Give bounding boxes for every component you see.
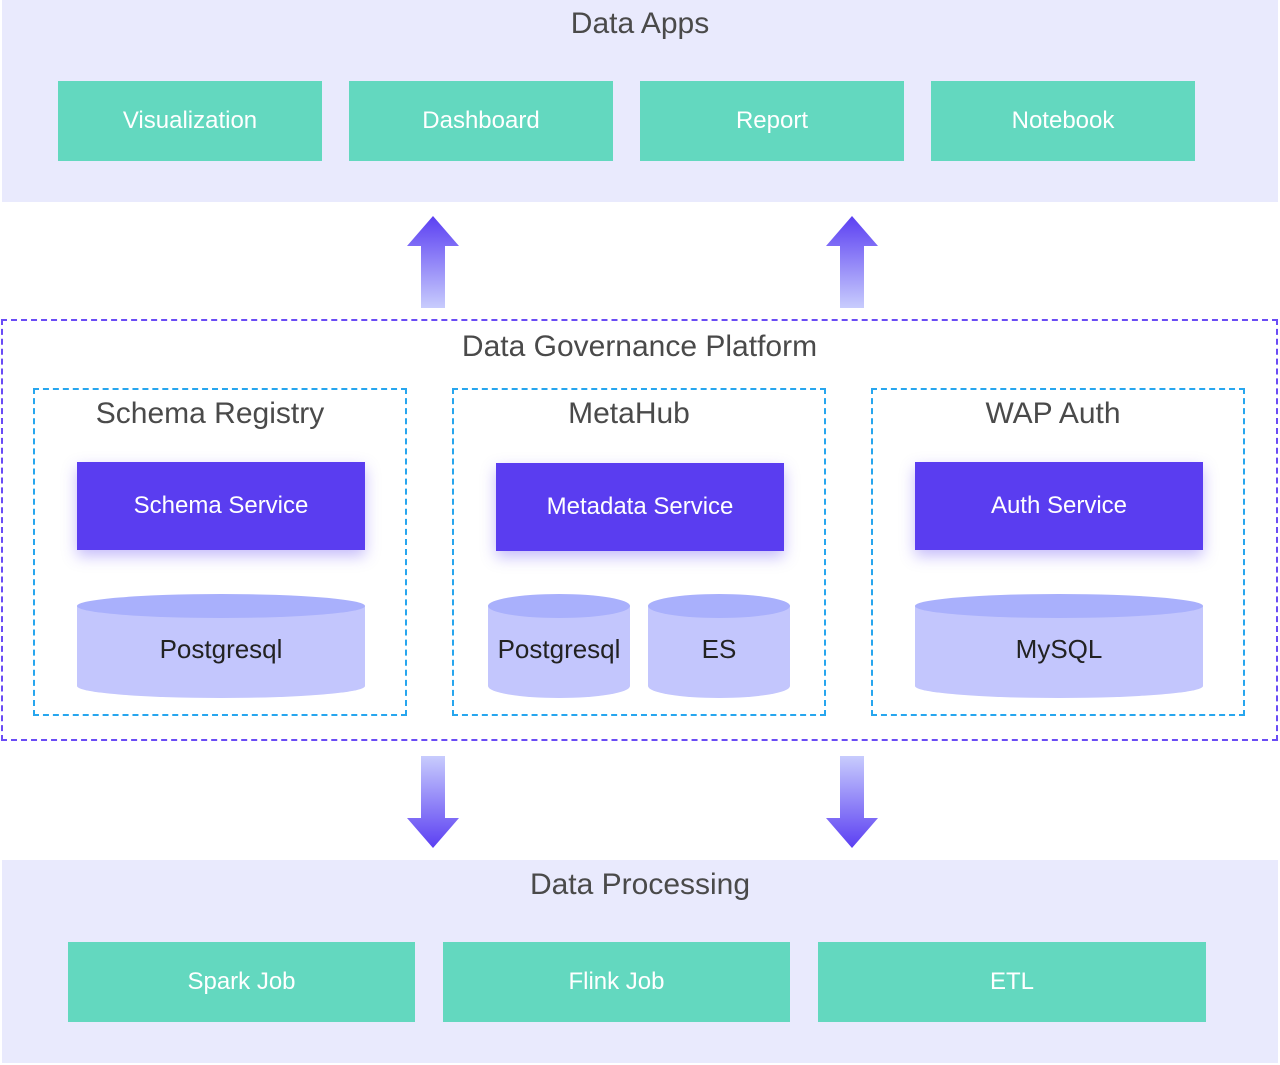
down-arrow-left	[407, 756, 459, 848]
schema-service-box[interactable]: Schema Service	[77, 462, 365, 550]
module-title: MetaHub	[568, 397, 690, 430]
up-arrow-left	[407, 216, 459, 308]
job-etl[interactable]: ETL	[818, 942, 1206, 1022]
database-label: Postgresql	[497, 634, 621, 664]
database-cylinder: Postgresql	[488, 594, 630, 698]
auth-service-box[interactable]: Auth Service	[915, 462, 1203, 550]
module-title: WAP Auth	[985, 397, 1121, 430]
module-title: Schema Registry	[95, 397, 325, 430]
module-schema-registry: Schema Registry Schema Service Postgresq…	[33, 388, 407, 716]
data-processing-layer: Data Processing Spark Job Flink Job ETL	[2, 860, 1278, 1063]
app-notebook[interactable]: Notebook	[931, 81, 1195, 161]
database-label: Postgresql	[159, 634, 283, 664]
data-apps-title: Data Apps	[570, 7, 710, 40]
module-wap-auth: WAP Auth Auth Service MySQL	[871, 388, 1245, 716]
database-label: MySQL	[1015, 634, 1103, 664]
database-cylinder: MySQL	[915, 594, 1203, 698]
down-arrow-right	[826, 756, 878, 848]
app-dashboard[interactable]: Dashboard	[349, 81, 613, 161]
data-governance-platform: Data Governance Platform	[1, 319, 1278, 741]
job-flink[interactable]: Flink Job	[443, 942, 790, 1022]
module-metahub: MetaHub Metadata Service Postgresql ES	[452, 388, 826, 716]
data-apps-layer: Data Apps Visualization Dashboard Report…	[2, 0, 1278, 202]
database-cylinder: Postgresql	[77, 594, 365, 698]
metadata-service-box[interactable]: Metadata Service	[496, 463, 784, 551]
job-spark[interactable]: Spark Job	[68, 942, 415, 1022]
app-report[interactable]: Report	[640, 81, 904, 161]
app-visualization[interactable]: Visualization	[58, 81, 322, 161]
platform-title: Data Governance Platform	[461, 330, 818, 363]
data-processing-title: Data Processing	[529, 868, 751, 901]
up-arrow-right	[826, 216, 878, 308]
search-store-cylinder: ES	[648, 594, 790, 698]
database-label: ES	[701, 634, 737, 664]
